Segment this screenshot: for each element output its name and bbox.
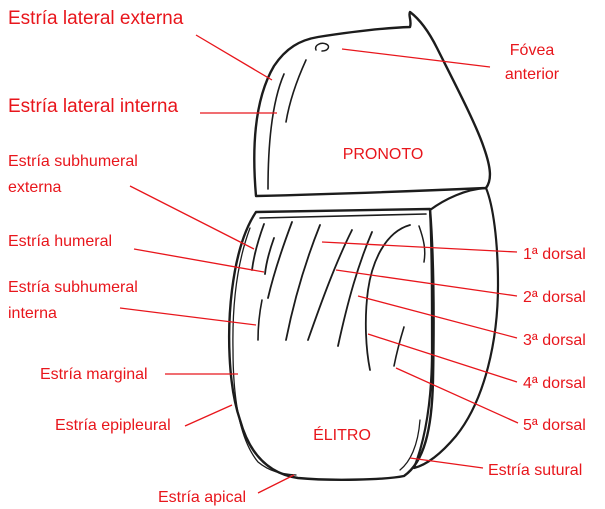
label-estria-marginal: Estría marginal bbox=[40, 366, 148, 383]
label-dorsal-2: 2ª dorsal bbox=[523, 289, 586, 306]
label-estria-lateral-interna: Estría lateral interna bbox=[8, 96, 178, 117]
label-fovea-anterior-1: Fóvea bbox=[510, 42, 555, 59]
label-dorsal-5: 5ª dorsal bbox=[523, 417, 586, 434]
pronotum-outline bbox=[254, 12, 490, 196]
label-estria-subhumeral-externa-1: Estría subhumeral bbox=[8, 153, 138, 170]
elitro-label: ÉLITRO bbox=[313, 425, 371, 444]
label-estria-subhumeral-interna-1: Estría subhumeral bbox=[8, 279, 138, 296]
label-estria-lateral-externa: Estría lateral externa bbox=[8, 8, 184, 29]
pronoto-label: PRONOTO bbox=[343, 146, 424, 163]
elytral-striae bbox=[252, 222, 425, 370]
label-estria-subhumeral-interna-2: interna bbox=[8, 305, 57, 322]
label-dorsal-4: 4ª dorsal bbox=[523, 375, 586, 392]
label-estria-subhumeral-externa-2: externa bbox=[8, 179, 61, 196]
label-estria-humeral: Estría humeral bbox=[8, 233, 112, 250]
label-estria-sutural: Estría sutural bbox=[488, 462, 582, 479]
side-plate-outline bbox=[414, 188, 498, 468]
leader-lines bbox=[120, 35, 518, 493]
label-estria-epipleural: Estría epipleural bbox=[55, 417, 171, 434]
label-estria-apical: Estría apical bbox=[158, 489, 246, 506]
label-fovea-anterior-2: anterior bbox=[505, 66, 560, 83]
label-dorsal-1: 1ª dorsal bbox=[523, 246, 586, 263]
label-dorsal-3: 3ª dorsal bbox=[523, 332, 586, 349]
